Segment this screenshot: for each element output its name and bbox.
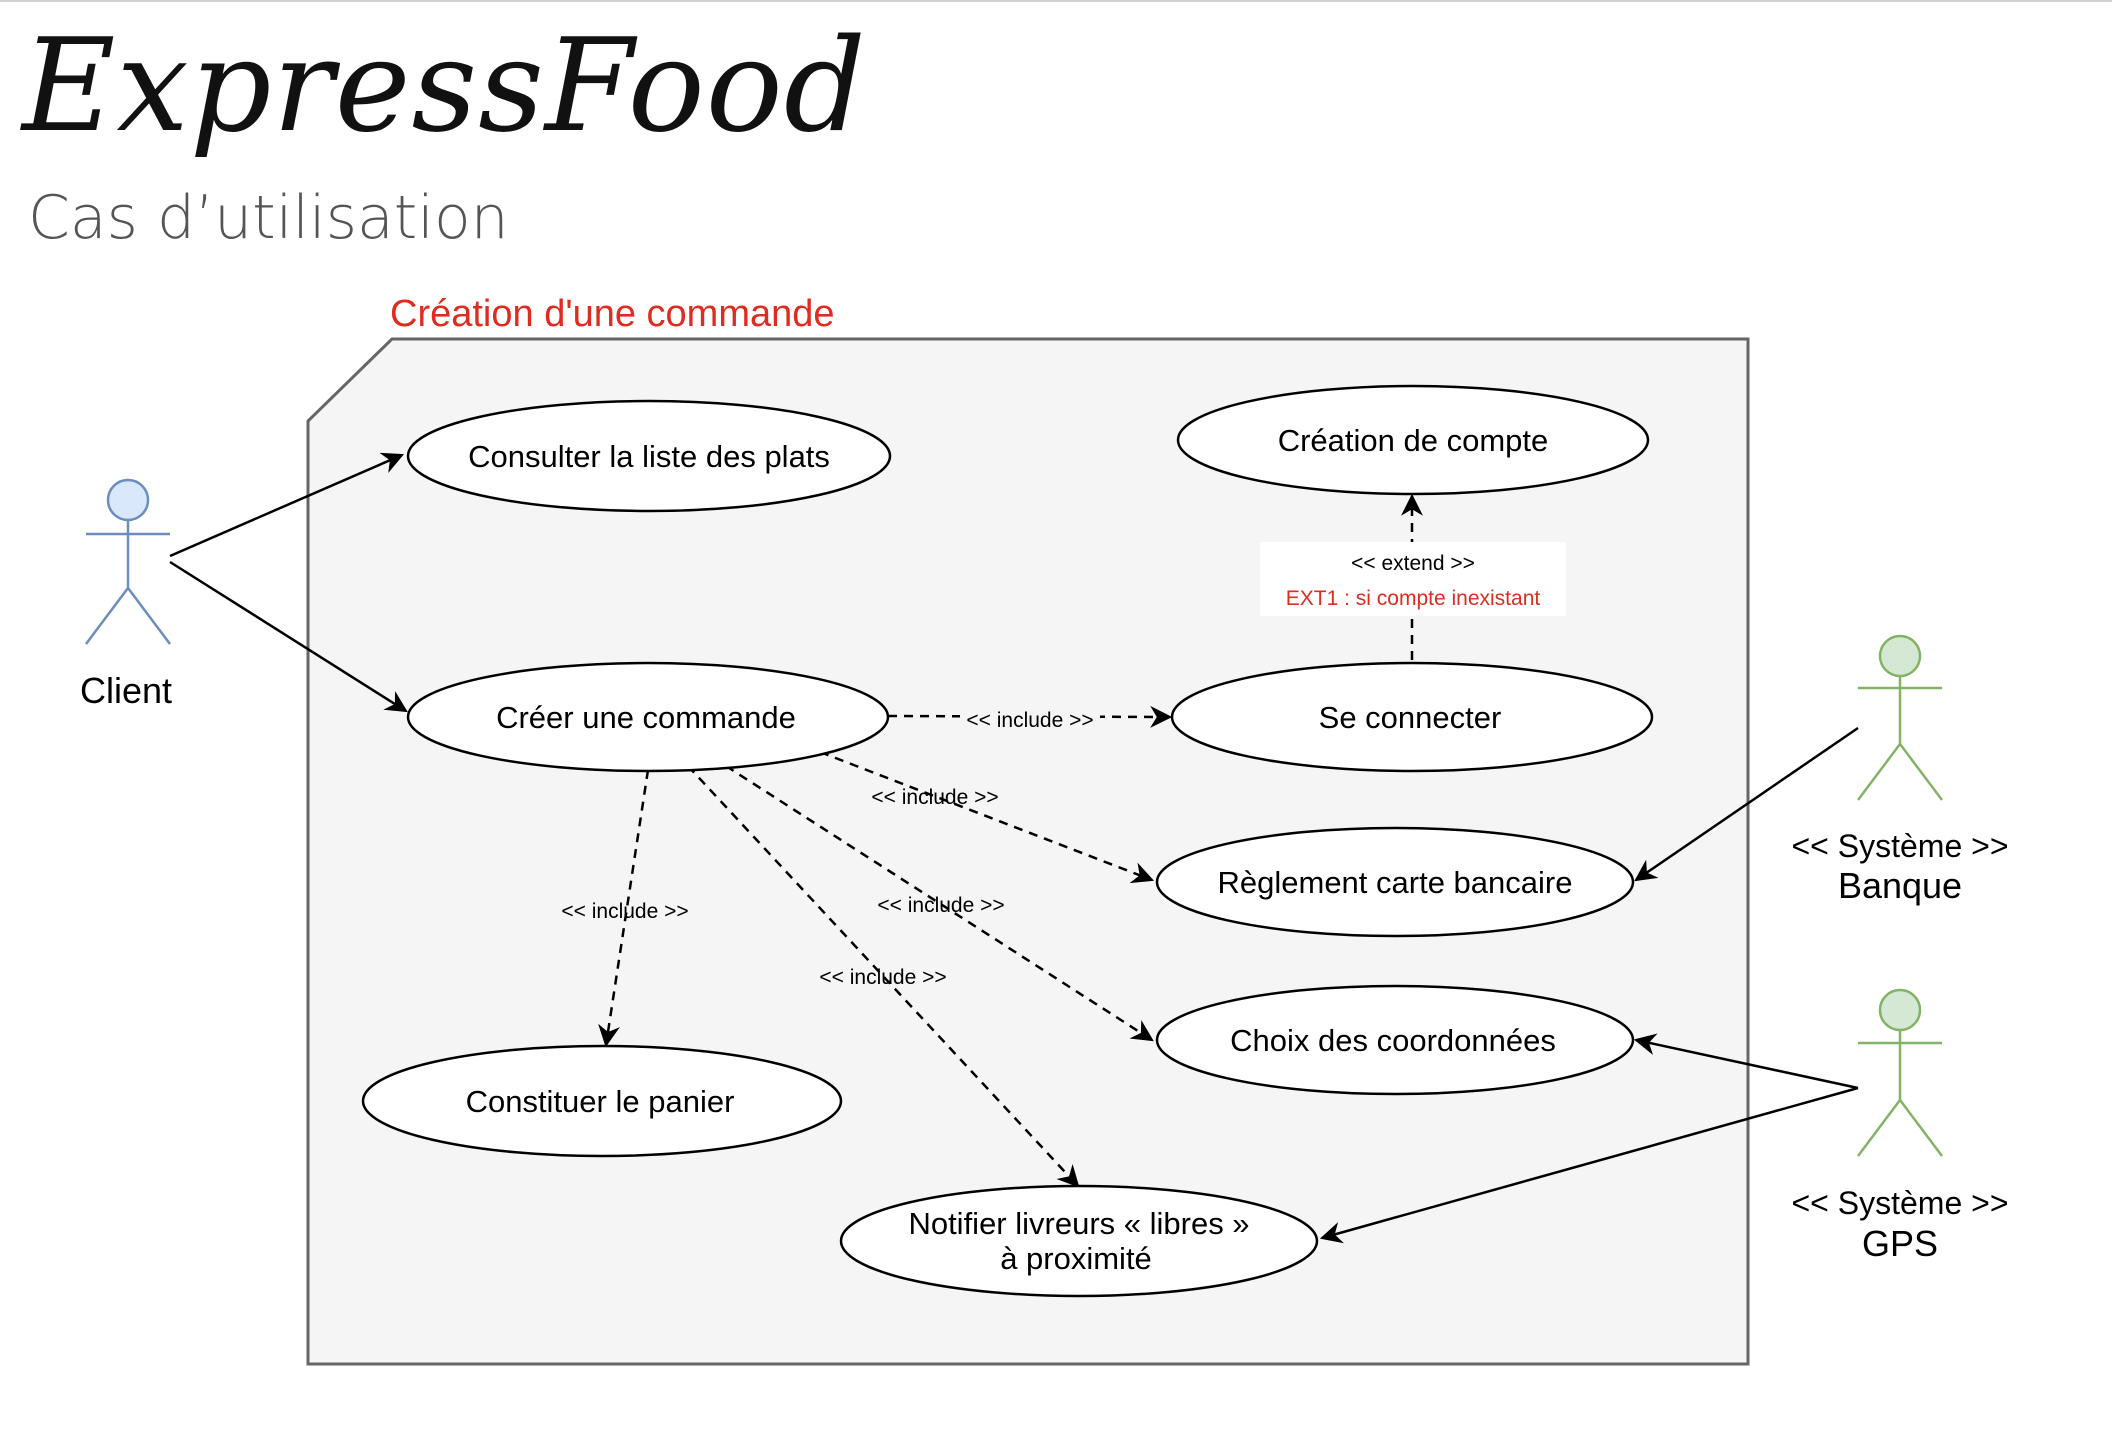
extend-condition: EXT1 : si compte inexistant bbox=[1286, 587, 1541, 610]
actor-client: Client bbox=[80, 478, 172, 711]
use-case-label: Constituer le panier bbox=[466, 1084, 735, 1119]
actor-gps: << Système >> GPS bbox=[1791, 988, 2009, 1264]
include-reglement bbox=[819, 750, 1155, 884]
actor-stereotype: << Système >> bbox=[1791, 1185, 2008, 1221]
extend-label-bg bbox=[1260, 542, 1566, 616]
app-title: ExpressFood bbox=[22, 12, 867, 161]
use-case-se-connecter: Se connecter bbox=[1170, 661, 1654, 773]
actor-head bbox=[106, 478, 150, 522]
page-subtitle: Cas d’utilisation bbox=[28, 183, 509, 253]
actor-head bbox=[1878, 988, 1922, 1032]
use-case-label: Se connecter bbox=[1319, 700, 1502, 735]
actor-stereotype: << Système >> bbox=[1791, 828, 2008, 864]
use-case-label-line2: à proximité bbox=[1000, 1241, 1152, 1276]
use-case-label-line1: Notifier livreurs « libres » bbox=[908, 1206, 1249, 1241]
assoc-gps-choix bbox=[1633, 1033, 1859, 1090]
include-label-reglement: << include >> bbox=[871, 786, 998, 809]
use-case-constituer-panier: Constituer le panier bbox=[361, 1044, 843, 1158]
include-label-se-connecter: << include >> bbox=[966, 709, 1093, 732]
assoc-banque-reglement bbox=[1634, 726, 1859, 882]
assoc-client-creer bbox=[169, 560, 408, 713]
use-case-choix-coordonnees: Choix des coordonnées bbox=[1155, 984, 1635, 1096]
relation-labels: << extend >> EXT1 : si compte inexistant… bbox=[561, 542, 1566, 989]
use-cases: Consulter la liste des plats Créer une c… bbox=[361, 384, 1654, 1298]
use-case-creer-commande: Créer une commande bbox=[406, 661, 890, 773]
extend-label: << extend >> bbox=[1351, 552, 1475, 575]
include-label-constituer: << include >> bbox=[561, 900, 688, 923]
actor-name: Banque bbox=[1838, 865, 1962, 906]
use-case-label: Choix des coordonnées bbox=[1230, 1023, 1556, 1058]
actor-head bbox=[1878, 634, 1922, 678]
include-choix bbox=[725, 764, 1154, 1042]
include-label-bg bbox=[960, 706, 1100, 732]
use-case-label: Consulter la liste des plats bbox=[468, 439, 830, 474]
use-case-creation-compte: Création de compte bbox=[1176, 384, 1650, 496]
include-constituer bbox=[598, 769, 650, 1048]
include-label-notifier: << include >> bbox=[819, 966, 946, 989]
use-case-label: Règlement carte bancaire bbox=[1218, 865, 1573, 900]
relations bbox=[169, 452, 1859, 1244]
actor-name: GPS bbox=[1862, 1223, 1938, 1264]
use-case-label: Créer une commande bbox=[496, 700, 796, 735]
use-case-reglement: Règlement carte bancaire bbox=[1155, 826, 1635, 938]
use-case-notifier-livreurs: Notifier livreurs « libres » à proximité bbox=[839, 1184, 1319, 1298]
assoc-gps-notifier bbox=[1319, 1086, 1859, 1244]
assoc-client-consulter bbox=[169, 452, 405, 558]
top-divider bbox=[0, 0, 2112, 2]
include-label-choix: << include >> bbox=[877, 894, 1004, 917]
use-case-consulter: Consulter la liste des plats bbox=[406, 399, 892, 513]
actor-name: Client bbox=[80, 670, 172, 711]
actor-banque: << Système >> Banque bbox=[1791, 634, 2009, 906]
system-label: Création d'une commande bbox=[390, 293, 835, 335]
use-case-label: Création de compte bbox=[1278, 423, 1549, 458]
